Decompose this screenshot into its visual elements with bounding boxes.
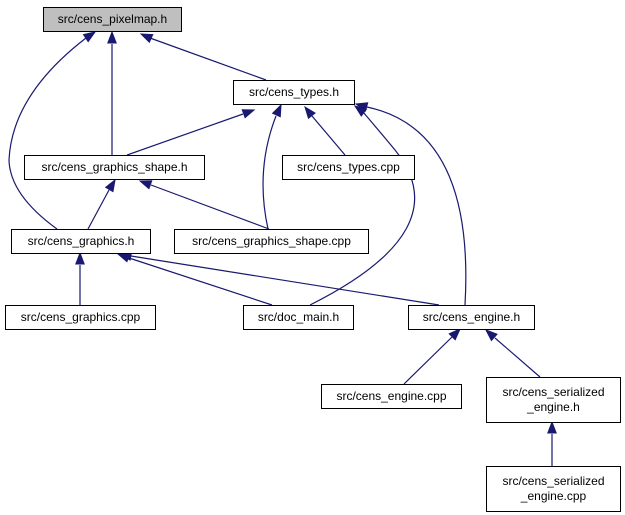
node-types-h[interactable]: src/cens_types.h [233,80,355,105]
edge-engine-h-to-types-h [354,102,467,306]
dependency-edges [8,30,557,466]
node-label: src/cens_types.cpp [297,160,400,174]
edge-line [311,115,346,156]
edge-line [366,106,467,306]
edge-arrowhead [138,180,153,190]
edge-arrowhead [484,329,498,342]
edge-arrowhead [354,102,369,112]
edge-graphics-h-to-pixelmap-h [8,31,97,230]
node-graphics-shape-h[interactable]: src/cens_graphics_shape.h [24,155,205,180]
edge-engine-cpp-to-engine-h [403,328,461,385]
edge-arrowhead [304,105,316,120]
node-label: src/cens_graphics.h [28,234,135,248]
edge-serialized-engine-cpp-to-serialized-engine-h [547,420,557,466]
node-box [282,155,415,180]
node-serialized-engine-cpp[interactable]: src/cens_serialized_engine.cpp [486,466,621,512]
node-engine-cpp[interactable]: src/cens_engine.cpp [321,384,462,409]
node-box [243,305,354,330]
node-label: src/cens_serialized [502,474,604,488]
node-box [486,466,621,512]
edge-arrowhead [547,420,557,434]
edge-line [403,336,453,385]
node-label: src/cens_graphics.cpp [21,310,141,324]
edge-arrowhead [139,33,154,44]
node-graphics-cpp[interactable]: src/cens_graphics.cpp [5,305,156,330]
edge-line [494,337,541,378]
node-box [5,305,156,330]
edge-types-cpp-to-types-h [304,105,346,156]
edge-line [262,115,277,230]
edge-arrowhead [82,31,97,43]
file-nodes: src/cens_pixelmap.h src/cens_types.h src/c… [5,7,621,512]
edge-doc-main-h-to-types-h [309,105,416,306]
node-types-cpp[interactable]: src/cens_types.cpp [282,155,415,180]
node-doc-main-h[interactable]: src/doc_main.h [243,305,354,330]
edge-line [130,255,440,306]
node-graphics-h[interactable]: src/cens_graphics.h [11,229,151,254]
edge-arrowhead [75,251,85,265]
node-engine-h[interactable]: src/cens_engine.h [408,305,535,330]
edge-graphics-cpp-to-graphics-h [75,251,85,305]
node-label: _engine.h [526,400,580,414]
node-label: _engine.cpp [520,489,587,503]
edge-arrowhead [241,109,256,119]
edge-line [87,189,110,230]
node-label: src/cens_pixelmap.h [58,12,167,26]
edge-line [126,113,244,156]
edge-arrowhead [107,30,117,44]
edge-graphics-shape-h-to-pixelmap-h [107,30,117,155]
node-label: src/cens_serialized [502,385,604,399]
node-box [321,384,462,409]
edge-doc-main-h-to-graphics-h [116,253,273,306]
edge-line [149,37,267,81]
node-box [408,305,535,330]
node-pixelmap-h: src/cens_pixelmap.h [43,7,182,32]
edge-arrowhead [104,178,116,193]
node-box [43,7,182,32]
node-label: src/cens_engine.cpp [336,389,446,403]
edge-engine-h-to-graphics-h [118,251,440,306]
node-serialized-engine-h[interactable]: src/cens_serialized_engine.h [486,377,621,423]
edge-graphics-shape-cpp-to-graphics-shape-h [138,180,270,230]
node-label: src/cens_graphics_shape.cpp [192,234,351,248]
edge-graphics-shape-cpp-to-types-h [262,103,282,230]
edge-line [128,257,273,306]
node-box [233,80,355,105]
node-box [24,155,205,180]
edge-line [150,184,270,230]
node-label: src/cens_graphics_shape.h [41,160,187,174]
edge-line [8,37,87,230]
node-label: src/cens_types.h [249,85,339,99]
edge-graphics-h-to-graphics-shape-h [87,178,116,230]
edge-serialized-engine-h-to-engine-h [484,329,541,378]
edge-arrowhead [271,103,282,118]
node-graphics-shape-cpp[interactable]: src/cens_graphics_shape.cpp [174,229,369,254]
node-box [174,229,369,254]
node-box [486,377,621,423]
edge-line [309,111,416,306]
edge-arrowhead [448,328,461,341]
edge-types-h-to-pixelmap-h [139,33,267,81]
node-label: src/cens_engine.h [423,310,520,324]
edge-graphics-shape-h-to-types-h [126,109,256,156]
node-label: src/doc_main.h [258,310,339,324]
node-box [11,229,151,254]
